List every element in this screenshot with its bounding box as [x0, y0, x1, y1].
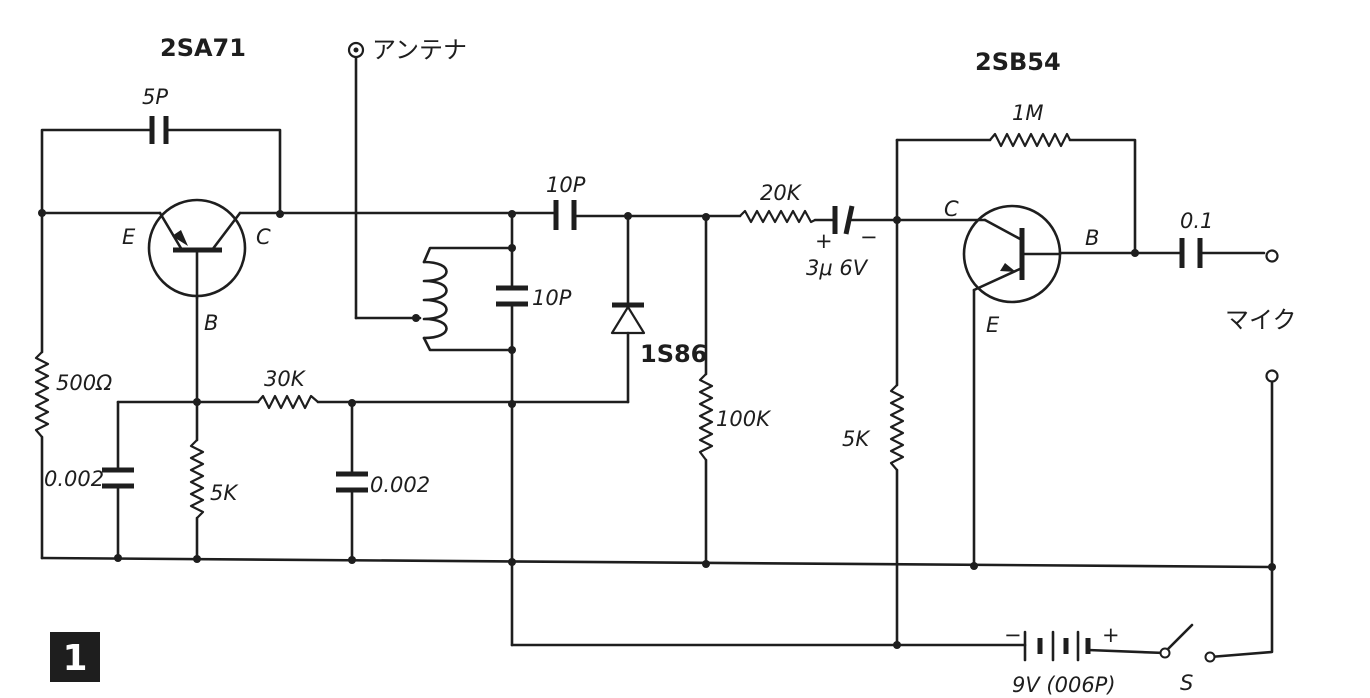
cap-0002-left-label: 0.002	[44, 467, 104, 491]
switch-label: S	[1180, 671, 1193, 695]
res-1m-label: 1M	[1012, 101, 1043, 125]
power-switch	[1159, 623, 1216, 663]
labels: 2SA71 2SB54 アンテナ マイク E C B C B E 5P 10P …	[44, 34, 1297, 697]
terminals	[347, 41, 1279, 383]
resistor-500ohm	[34, 351, 50, 438]
q2-collector-label: C	[944, 197, 959, 221]
diode-1s86	[610, 302, 646, 335]
res-100k-label: 100K	[716, 407, 772, 431]
mic-terminal-lower	[1265, 369, 1279, 383]
cap-electrolytic-minus: −	[860, 225, 878, 249]
resistor-100k	[698, 373, 714, 461]
res-20k-label: 20K	[760, 181, 803, 205]
cap-01-label: 0.1	[1180, 209, 1213, 233]
resistor-30k	[257, 394, 319, 410]
diode-label: 1S86	[640, 340, 707, 368]
q2-emitter-label: E	[986, 313, 1000, 337]
tank-coil	[422, 260, 448, 340]
q2-base-label: B	[1085, 226, 1099, 250]
mic-label: マイク	[1225, 306, 1297, 334]
circuit-wires	[40, 55, 1274, 659]
battery-plus: +	[1102, 623, 1120, 647]
resistor-5k-base	[189, 439, 205, 519]
resistors	[34, 132, 1071, 519]
resistor-20k	[739, 209, 816, 224]
cap-electrolytic-label: 3μ 6V	[806, 256, 869, 280]
battery-label: 9V (006P)	[1012, 673, 1116, 697]
cap-10p-tank-label: 10P	[532, 286, 572, 310]
res-5k-collector-label: 5K	[842, 427, 871, 451]
battery-9v	[1023, 630, 1091, 662]
figure-number: 1	[62, 638, 87, 679]
capacitor-5p	[149, 116, 169, 144]
capacitor-10p-coupling	[553, 200, 577, 230]
mic-terminal-upper	[1265, 249, 1279, 263]
capacitor-01	[1179, 238, 1203, 268]
transistor-q1	[147, 198, 247, 300]
cap-10p-coupling-label: 10P	[546, 173, 586, 197]
transistor-q2	[962, 204, 1062, 304]
res-30k-label: 30K	[264, 367, 307, 391]
q2-part-label: 2SB54	[975, 48, 1061, 76]
capacitor-0002-left	[102, 467, 134, 489]
q1-part-label: 2SA71	[160, 34, 246, 62]
q1-emitter-label: E	[122, 225, 136, 249]
cap-5p-label: 5P	[142, 85, 168, 109]
capacitors	[102, 116, 1203, 493]
capacitor-0002-right	[336, 471, 368, 493]
resistor-1m	[989, 132, 1071, 148]
resistor-5k-collector	[889, 384, 905, 471]
antenna-label: アンテナ	[372, 36, 467, 64]
figure-number-badge: 1	[50, 632, 100, 682]
q1-base-label: B	[204, 311, 218, 335]
res-500ohm-label: 500Ω	[56, 371, 112, 395]
capacitor-10p-tank	[496, 285, 528, 307]
cap-electrolytic-plus: +	[815, 229, 833, 253]
junction-dots	[38, 209, 1276, 649]
res-5k-base-label: 5K	[210, 481, 239, 505]
q1-collector-label: C	[256, 225, 271, 249]
capacitor-electrolytic	[832, 205, 855, 235]
battery-minus: −	[1004, 623, 1022, 647]
cap-0002-right-label: 0.002	[370, 473, 430, 497]
